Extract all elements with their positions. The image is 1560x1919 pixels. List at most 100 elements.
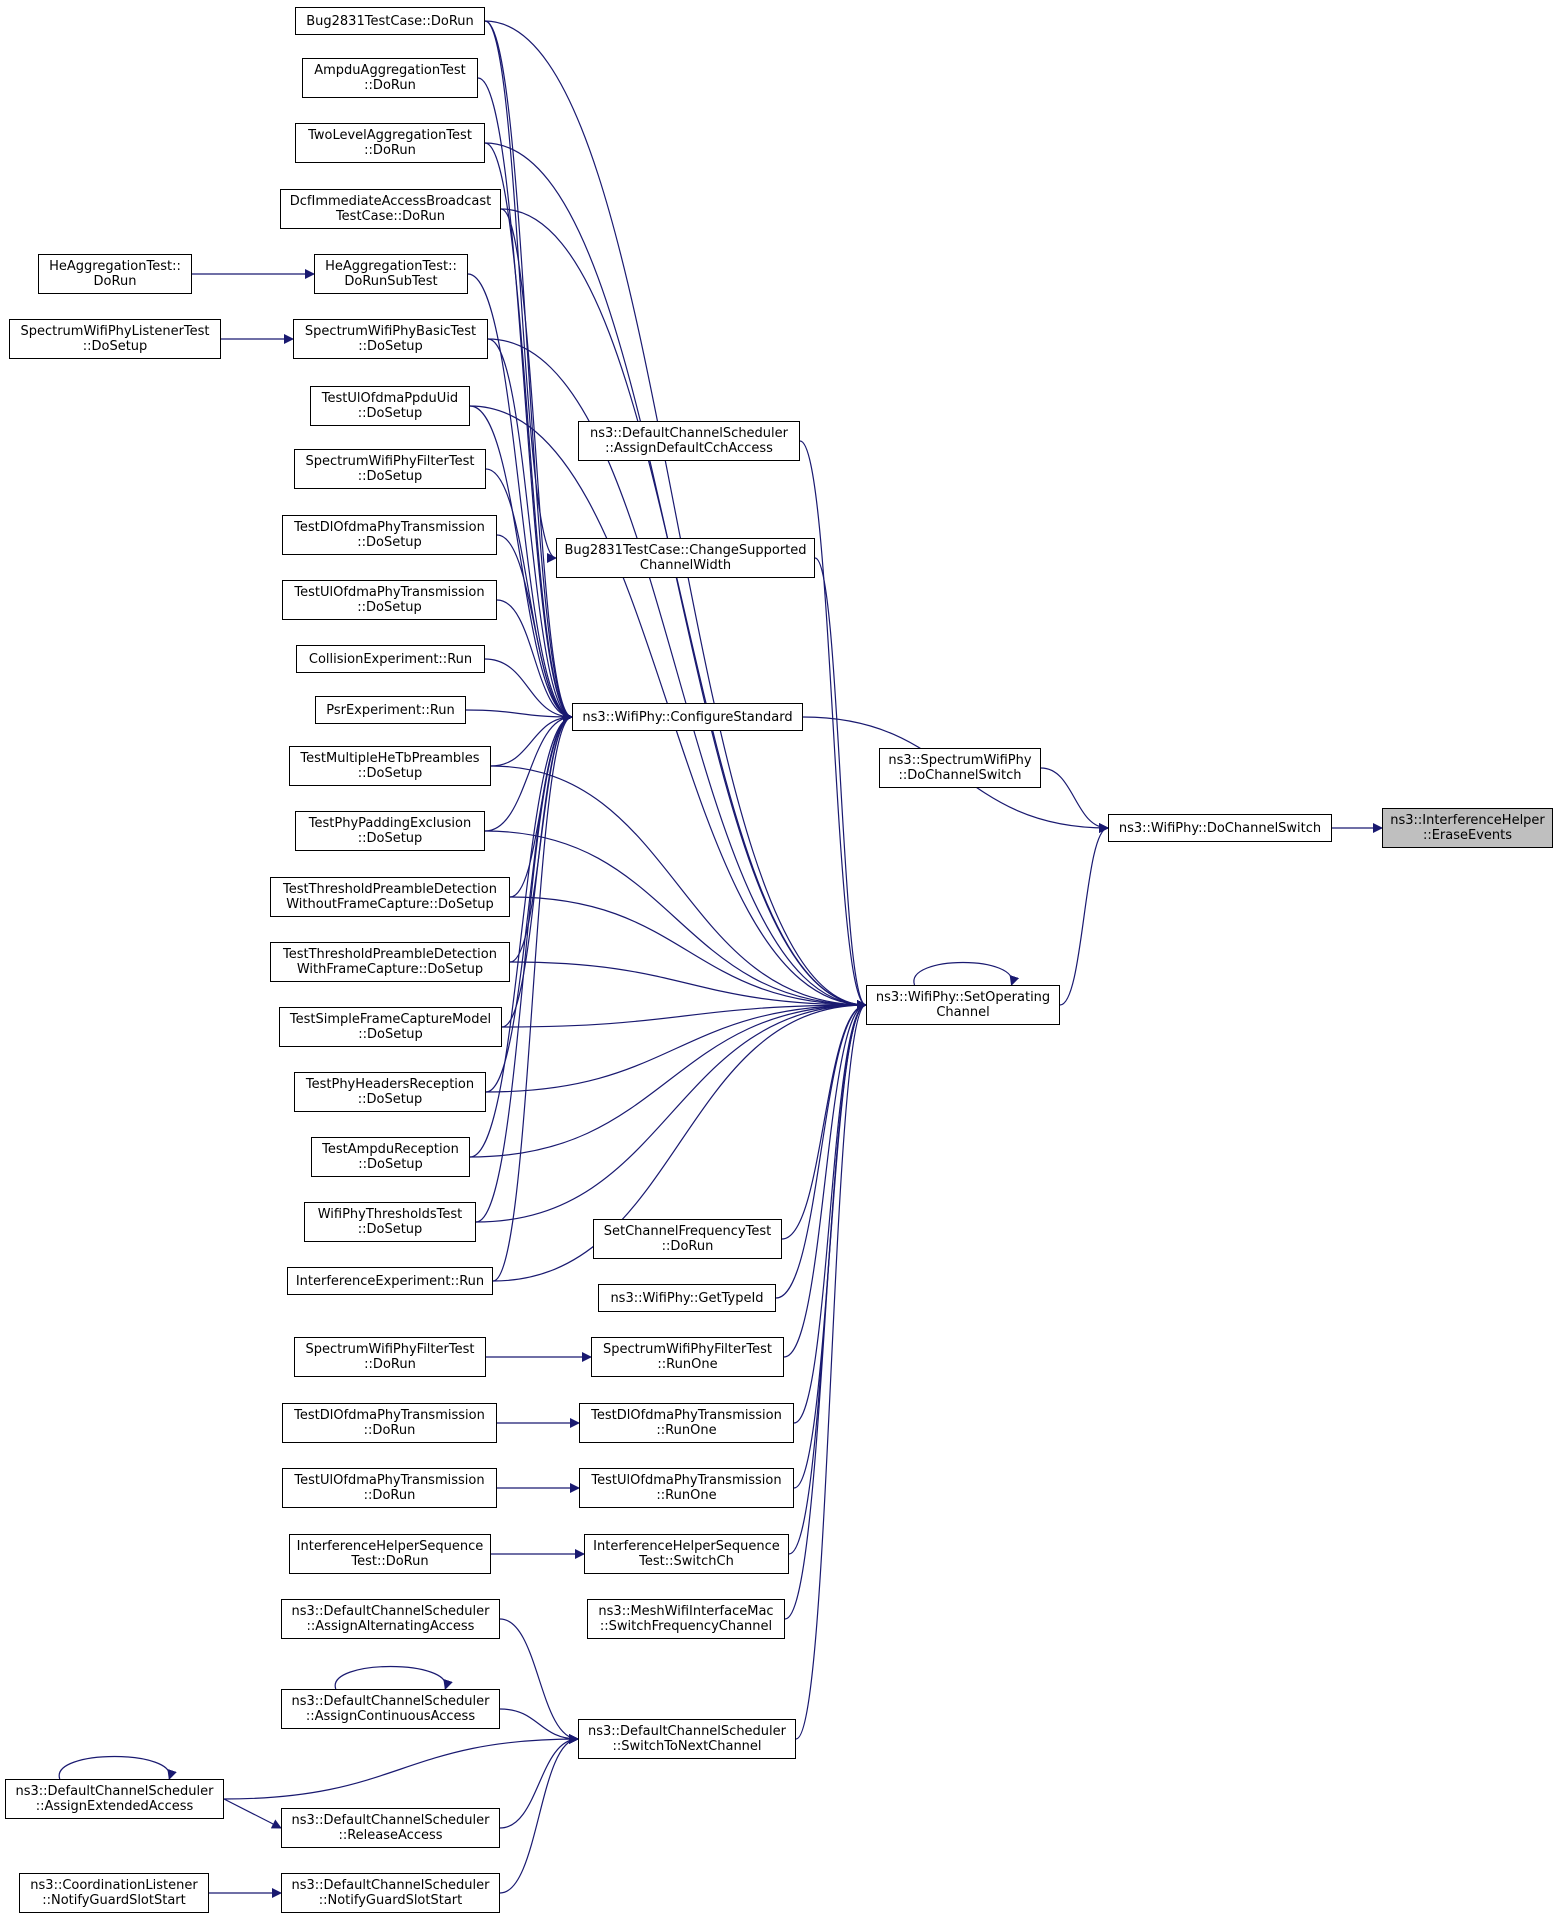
- node-label-line: ns3::DefaultChannelScheduler: [15, 1784, 214, 1799]
- node-aea[interactable]: ns3::DefaultChannelScheduler::AssignExte…: [5, 1779, 224, 1819]
- node-heaggsub[interactable]: HeAggregationTest::DoRunSubTest: [314, 254, 468, 294]
- edge-swpfilter-to-cs: [485, 468, 573, 722]
- node-label-line: TwoLevelAggregationTest: [308, 128, 472, 143]
- node-label-line: ::DoSetup: [358, 1027, 423, 1042]
- node-tulro[interactable]: TestUlOfdmaPhyTransmission::RunOne: [579, 1468, 794, 1508]
- node-label-line: TestThresholdPreambleDetection: [283, 882, 497, 897]
- node-label-line: ::AssignDefaultCchAccess: [605, 441, 773, 456]
- node-label-line: TestThresholdPreambleDetection: [283, 947, 497, 962]
- node-label-line: ns3::InterferenceHelper: [1390, 813, 1545, 828]
- node-cs[interactable]: ns3::WifiPhy::ConfigureStandard: [572, 703, 803, 731]
- node-stnc[interactable]: ns3::DefaultChannelScheduler::SwitchToNe…: [578, 1719, 796, 1759]
- node-swpfdr[interactable]: SpectrumWifiPhyFilterTest::DoRun: [294, 1337, 486, 1377]
- edge-tar-to-cs: [469, 712, 573, 1158]
- edge-collision-to-cs: [484, 658, 573, 722]
- node-label-line: ::AssignContinuousAccess: [305, 1709, 476, 1724]
- node-label-line: ::DoSetup: [358, 1157, 423, 1172]
- node-tuldr[interactable]: TestUlOfdmaPhyTransmission::DoRun: [282, 1468, 497, 1508]
- node-label-line: Bug2831TestCase::DoRun: [306, 13, 474, 29]
- node-swpbasic[interactable]: SpectrumWifiPhyBasicTest::DoSetup: [293, 319, 488, 359]
- node-clngss[interactable]: ns3::CoordinationListener::NotifyGuardSl…: [19, 1873, 209, 1913]
- node-ampdu[interactable]: AmpduAggregationTest::DoRun: [302, 58, 478, 98]
- node-tdlpt[interactable]: TestDlOfdmaPhyTransmission::DoSetup: [282, 515, 497, 555]
- node-gettid[interactable]: ns3::WifiPhy::GetTypeId: [598, 1284, 776, 1312]
- node-tulpt[interactable]: TestUlOfdmaPhyTransmission::DoSetup: [282, 580, 497, 620]
- node-label-line: DcfImmediateAccessBroadcast: [289, 194, 492, 209]
- node-label-line: SetChannelFrequencyTest: [603, 1224, 772, 1239]
- edge-tppe-to-cs: [484, 712, 573, 832]
- edge-soc-to-dcs: [1059, 823, 1109, 1006]
- node-tdldr[interactable]: TestDlOfdmaPhyTransmission::DoRun: [282, 1403, 497, 1443]
- node-tsfcm[interactable]: TestSimpleFrameCaptureModel::DoSetup: [279, 1007, 502, 1047]
- node-tphr[interactable]: TestPhyHeadersReception::DoSetup: [294, 1072, 486, 1112]
- node-label-line: ::DoSetup: [357, 600, 422, 615]
- edge-twolevel-to-cs: [484, 142, 573, 722]
- node-scft[interactable]: SetChannelFrequencyTest::DoRun: [593, 1219, 782, 1259]
- node-collision[interactable]: CollisionExperiment::Run: [296, 645, 485, 673]
- node-label-line: ns3::WifiPhy::ConfigureStandard: [582, 709, 793, 725]
- edge-wpth-to-cs: [475, 712, 573, 1223]
- node-twolevel[interactable]: TwoLevelAggregationTest::DoRun: [295, 123, 485, 163]
- node-dcs[interactable]: ns3::WifiPhy::DoChannelSwitch: [1108, 814, 1332, 842]
- edge-swpbasic-to-cs: [487, 338, 573, 722]
- node-tulppdu[interactable]: TestUlOfdmaPpduUid::DoSetup: [310, 386, 470, 426]
- node-label-line: ::RunOne: [657, 1357, 718, 1372]
- node-tppe[interactable]: TestPhyPaddingExclusion::DoSetup: [295, 811, 485, 851]
- edge-soc-to-soc: [913, 961, 1020, 986]
- edge-psr-to-cs: [465, 709, 573, 722]
- node-label-line: TestDlOfdmaPhyTransmission: [294, 520, 485, 535]
- node-label-line: ns3::SpectrumWifiPhy: [888, 753, 1032, 768]
- edge-tphr-to-soc: [485, 1000, 867, 1093]
- node-label-line: TestUlOfdmaPhyTransmission: [294, 1473, 485, 1488]
- node-label-line: Channel: [936, 1005, 990, 1020]
- node-label-line: TestCase::DoRun: [335, 209, 446, 224]
- node-erase: ns3::InterferenceHelper::EraseEvents: [1382, 808, 1553, 848]
- node-label-line: TestMultipleHeTbPreambles: [300, 751, 480, 766]
- node-label-line: SpectrumWifiPhyFilterTest: [603, 1342, 772, 1357]
- edge-aea-to-aea: [59, 1755, 177, 1780]
- node-ra[interactable]: ns3::DefaultChannelScheduler::ReleaseAcc…: [281, 1808, 500, 1848]
- node-mesh[interactable]: ns3::MeshWifiInterfaceMac::SwitchFrequen…: [587, 1599, 785, 1639]
- node-ngss[interactable]: ns3::DefaultChannelScheduler::NotifyGuar…: [281, 1873, 500, 1913]
- node-swpfro[interactable]: SpectrumWifiPhyFilterTest::RunOne: [591, 1337, 784, 1377]
- node-aca[interactable]: ns3::DefaultChannelScheduler::AssignCont…: [281, 1689, 500, 1729]
- node-label-line: InterferenceHelperSequence: [593, 1539, 780, 1554]
- node-psr[interactable]: PsrExperiment::Run: [315, 696, 466, 724]
- node-aaa[interactable]: ns3::DefaultChannelScheduler::AssignAlte…: [281, 1599, 500, 1639]
- node-label-line: ::DoSetup: [357, 1222, 423, 1237]
- edge-tmhtb-to-soc: [490, 765, 867, 1010]
- node-label-line: DoRun: [93, 274, 137, 289]
- node-label-line: ::RunOne: [656, 1423, 717, 1438]
- node-adca[interactable]: ns3::DefaultChannelScheduler::AssignDefa…: [578, 421, 800, 461]
- node-bdr[interactable]: Bug2831TestCase::DoRun: [295, 7, 485, 35]
- node-tmhtb[interactable]: TestMultipleHeTbPreambles::DoSetup: [289, 746, 491, 786]
- node-wpth[interactable]: WifiPhyThresholdsTest::DoSetup: [304, 1202, 476, 1242]
- edge-tulppdu-to-cs: [469, 405, 573, 722]
- node-label-line: DoRunSubTest: [344, 274, 438, 289]
- node-label-line: AmpduAggregationTest: [314, 63, 466, 78]
- edge-tdlro-to-soc: [793, 1000, 867, 1424]
- edge-aca-to-aca: [335, 1665, 453, 1690]
- node-tar[interactable]: TestAmpduReception::DoSetup: [311, 1137, 470, 1177]
- edge-bdr-to-soc: [484, 20, 867, 1010]
- node-label-line: PsrExperiment::Run: [326, 702, 455, 718]
- node-sdcs[interactable]: ns3::SpectrumWifiPhy::DoChannelSwitch: [879, 748, 1041, 788]
- node-label-line: SpectrumWifiPhyFilterTest: [305, 454, 475, 469]
- node-swplistener[interactable]: SpectrumWifiPhyListenerTest::DoSetup: [9, 319, 221, 359]
- node-swpfilter[interactable]: SpectrumWifiPhyFilterTest::DoSetup: [294, 449, 486, 489]
- edge-bdr-to-bcw: [484, 20, 557, 563]
- node-heagg[interactable]: HeAggregationTest::DoRun: [38, 254, 192, 294]
- node-label-line: Test::SwitchCh: [639, 1554, 734, 1569]
- node-label-line: WithoutFrameCapture::DoSetup: [286, 897, 494, 912]
- node-intexp[interactable]: InterferenceExperiment::Run: [287, 1267, 493, 1295]
- node-label-line: InterferenceExperiment::Run: [295, 1273, 485, 1289]
- node-label-line: Bug2831TestCase::ChangeSupported: [564, 543, 807, 558]
- node-tdlro[interactable]: TestDlOfdmaPhyTransmission::RunOne: [579, 1403, 794, 1443]
